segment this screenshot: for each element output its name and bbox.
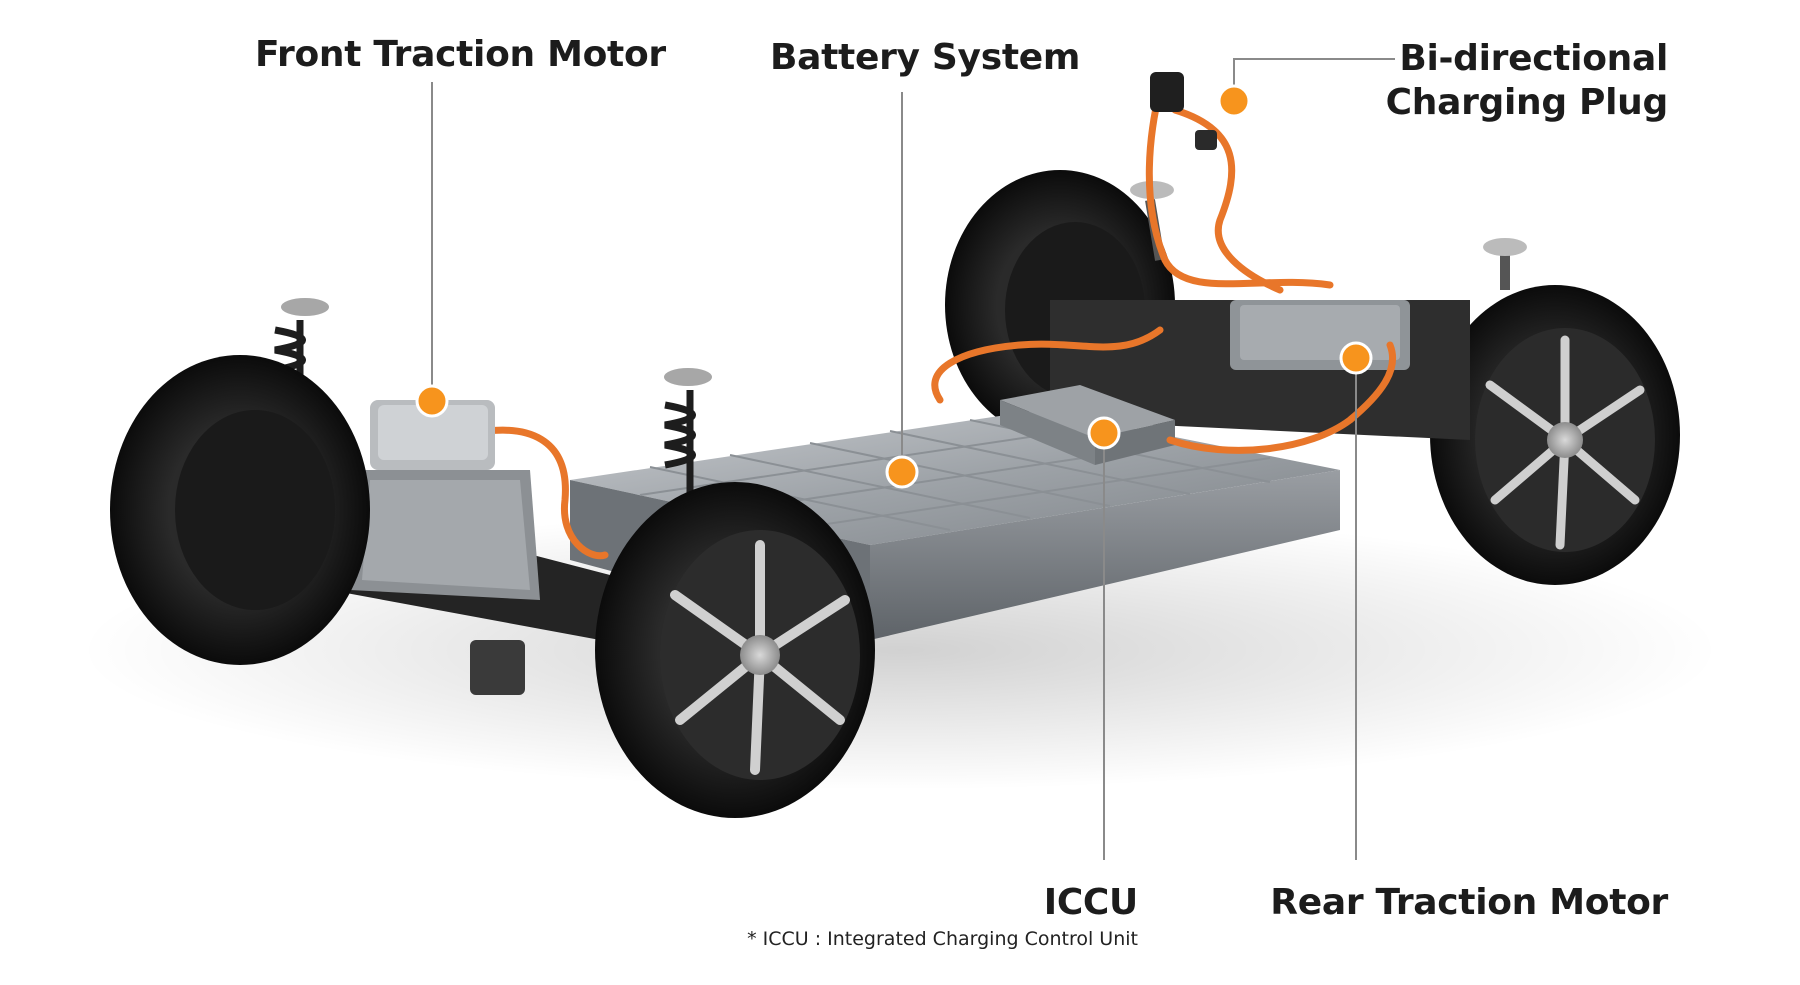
charging-plug-assembly <box>1150 72 1217 150</box>
front-left-wheel <box>110 355 370 665</box>
front-right-wheel <box>595 482 875 818</box>
marker-iccu-icon <box>1087 416 1121 450</box>
iccu-unit <box>1000 385 1175 465</box>
label-rear-traction-motor: Rear Traction Motor <box>1270 882 1668 923</box>
front-motor-assembly <box>330 400 610 695</box>
rear-right-wheel <box>1430 285 1680 585</box>
label-front-traction-motor: Front Traction Motor <box>255 34 666 75</box>
iccu-footnote: * ICCU : Integrated Charging Control Uni… <box>747 928 1138 950</box>
high-voltage-cables <box>461 86 1397 560</box>
front-right-strut <box>664 368 712 495</box>
marker-rear-traction-motor-icon <box>1339 341 1373 375</box>
leader-charging-plug <box>1233 58 1395 100</box>
marker-battery-system-icon <box>885 455 919 489</box>
label-iccu: ICCU <box>1043 882 1139 923</box>
label-bidirectional-line1: Bi-directional <box>1399 38 1668 79</box>
label-battery-system: Battery System <box>770 37 1081 78</box>
label-bidirectional-line2: Charging Plug <box>1385 82 1669 123</box>
marker-front-traction-motor-icon <box>415 384 449 418</box>
callout-markers <box>415 84 1373 489</box>
marker-charging-plug-icon <box>1217 84 1251 118</box>
